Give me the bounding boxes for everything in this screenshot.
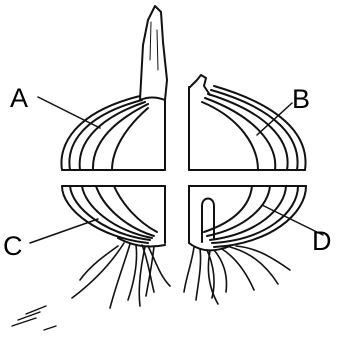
- shoot-tip: [189, 75, 210, 95]
- label-d: D: [312, 228, 332, 255]
- label-a: A: [10, 85, 28, 112]
- sprout-shoot: [140, 6, 167, 100]
- quadrant-d: [184, 186, 323, 304]
- quadrant-c: [12, 186, 170, 330]
- roots-right: [184, 246, 290, 304]
- sprout-base: [140, 98, 165, 101]
- scale-4: [207, 186, 270, 236]
- scale-inner: [112, 108, 148, 170]
- label-b: B: [292, 86, 310, 113]
- scissor-marks: [12, 306, 56, 330]
- quadrant-b: [189, 75, 306, 170]
- scale-4: [93, 104, 148, 170]
- label-a-leader: [38, 97, 100, 128]
- scale-outer: [214, 186, 306, 247]
- quadrant-a: [38, 6, 167, 170]
- label-c: C: [3, 233, 23, 260]
- scale-inner: [114, 186, 157, 232]
- scale-2: [70, 186, 150, 240]
- scale-inner: [204, 186, 252, 232]
- roots-left: [72, 243, 170, 308]
- label-c-leader: [30, 219, 98, 243]
- scale-outer: [61, 96, 140, 170]
